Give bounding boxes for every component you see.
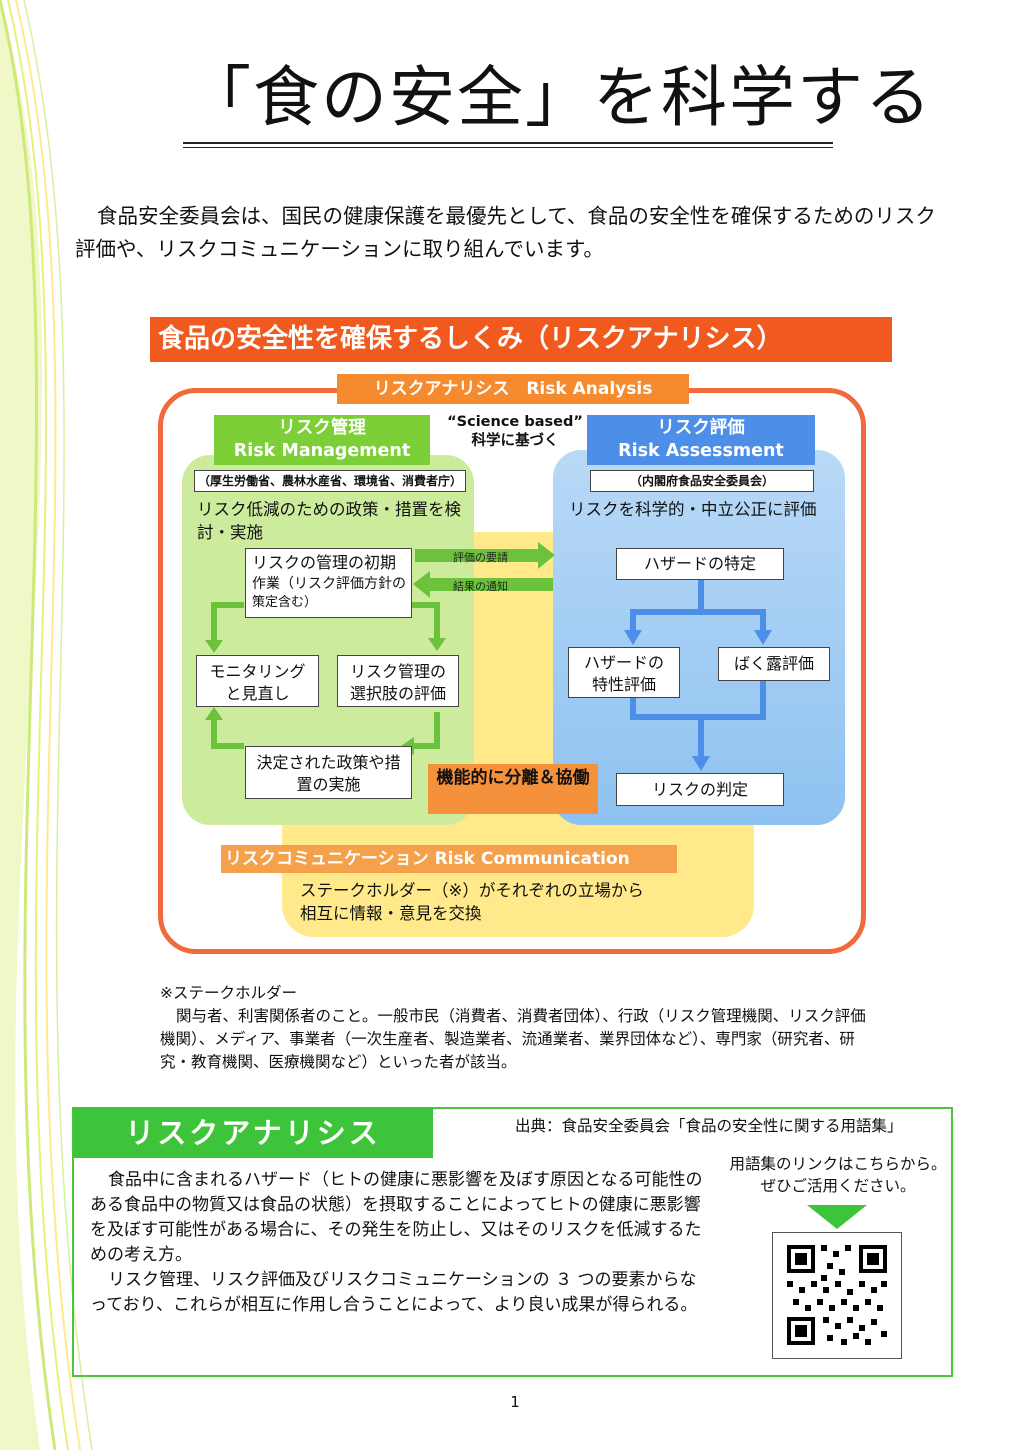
diagram-banner: 食品の安全性を確保するしくみ（リスクアナリシス） xyxy=(150,317,892,362)
title-underline-thin xyxy=(183,147,833,148)
page-title: 「食の安全」を科学する xyxy=(185,59,933,136)
glossary-paragraph-2: リスク管理、リスク評価及びリスクコミュニケーションの ３ つの要素からなっており… xyxy=(90,1270,698,1315)
stakeholder-note: ※ステークホルダー 関与者、利害関係者のこと。一般市民（消費者、消費者団体）、行… xyxy=(160,982,880,1074)
management-agencies: （厚生労働省、農林水産省、環境省、消費者庁） xyxy=(194,470,466,492)
science-based-label: “Science based” 科学に基づく xyxy=(440,413,590,451)
glossary-paragraph-1: 食品中に含まれるハザード（ヒトの健康に悪影響を及ぼす原因となる可能性のある食品中… xyxy=(90,1170,703,1265)
risk-communication-line1: ステークホルダー（※）がそれぞれの立場から xyxy=(300,881,644,900)
options-evaluation-box: リスク管理の選択肢の評価 xyxy=(337,655,459,707)
initial-work-line3: 策定含む） xyxy=(252,595,318,610)
risk-communication-tag: リスクコミュニケーション Risk Communication xyxy=(221,845,677,873)
risk-assessment-tag: リスク評価 Risk Assessment xyxy=(587,415,815,465)
functional-separation-box: 機能的に分離＆協働 xyxy=(428,764,598,814)
initial-work-line1: リスクの管理の初期 xyxy=(252,553,397,572)
assessment-agency: （内閣府食品安全委員会） xyxy=(590,470,814,492)
risk-assessment-tag-en: Risk Assessment xyxy=(618,441,784,461)
risk-characterization-box: リスクの判定 xyxy=(616,773,784,806)
risk-analysis-tag: リスクアナリシス Risk Analysis xyxy=(337,374,689,404)
risk-management-tag-jp: リスク管理 xyxy=(278,418,366,438)
note-body: 関与者、利害関係者のこと。一般市民（消費者、消費者団体）、行政（リスク管理機関、… xyxy=(160,1007,866,1071)
glossary-link-text: 用語集のリンクはこちらから。 ぜひご活用ください。 xyxy=(722,1153,954,1197)
glossary-box xyxy=(72,1107,953,1377)
request-arrow xyxy=(415,542,555,569)
request-label: 評価の要請 xyxy=(453,551,508,564)
glossary-text: 食品中に含まれるハザード（ヒトの健康に悪影響を及ぼす原因となる可能性のある食品中… xyxy=(90,1168,710,1318)
risk-management-tag: リスク管理 Risk Management xyxy=(214,415,430,465)
risk-assessment-tag-jp: リスク評価 xyxy=(657,418,745,438)
down-arrow-icon xyxy=(807,1205,867,1229)
assessment-flow-arrows xyxy=(630,580,766,758)
monitoring-box: モニタリングと見直し xyxy=(196,655,319,707)
hazard-characterization-box: ハザードの特性評価 xyxy=(568,647,680,698)
page-number: 1 xyxy=(510,1393,520,1411)
decorative-wave-stripes xyxy=(0,0,93,1450)
risk-communication-text: ステークホルダー（※）がそれぞれの立場から 相互に情報・意見を交換 xyxy=(300,879,720,925)
title-underline xyxy=(183,142,833,144)
glossary-source: 出典：食品安全委員会「食品の安全性に関する用語集」 xyxy=(515,1117,903,1135)
assessment-description: リスクを科学的・中立公正に評価 xyxy=(569,500,817,519)
notify-label: 結果の通知 xyxy=(453,580,508,593)
implementation-box: 決定された政策や措置の実施 xyxy=(245,746,412,799)
note-heading: ※ステークホルダー xyxy=(160,984,297,1002)
management-description: リスク低減のための政策・措置を検討・実施 xyxy=(197,500,461,542)
notify-arrow xyxy=(413,571,553,598)
qr-code-link[interactable] xyxy=(772,1232,902,1359)
science-based-jp: 科学に基づく xyxy=(471,433,559,449)
science-based-en: “Science based” xyxy=(447,414,583,430)
initial-work-box: リスクの管理の初期 作業（リスク評価方針の 策定含む） xyxy=(245,548,412,618)
management-cycle-arrows xyxy=(211,602,440,749)
intro-paragraph: 食品安全委員会は、国民の健康保護を最優先として、食品の安全性を確保するためのリス… xyxy=(75,204,936,261)
link-line1: 用語集のリンクはこちらから。 xyxy=(729,1155,947,1173)
hazard-identification-box: ハザードの特定 xyxy=(616,548,784,580)
link-line2: ぜひご活用ください。 xyxy=(760,1177,916,1195)
risk-management-tag-en: Risk Management xyxy=(233,441,411,461)
initial-work-line2: 作業（リスク評価方針の xyxy=(252,576,406,592)
qr-code-icon xyxy=(787,1245,887,1345)
exposure-assessment-box: ばく露評価 xyxy=(718,647,830,681)
glossary-tag: リスクアナリシス xyxy=(73,1108,433,1158)
risk-communication-line2: 相互に情報・意見を交換 xyxy=(300,904,482,923)
